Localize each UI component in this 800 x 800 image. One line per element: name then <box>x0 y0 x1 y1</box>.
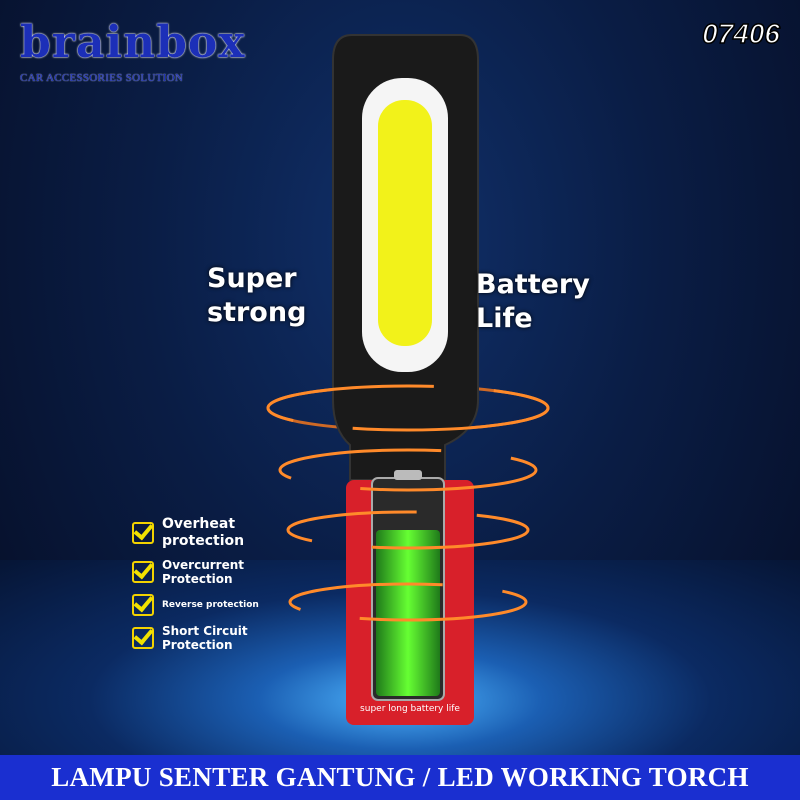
title-banner: LAMPU SENTER GANTUNG / LED WORKING TORCH <box>0 755 800 800</box>
feature-item: Overcurrent Protection <box>132 558 272 586</box>
checkbox-check-icon <box>132 522 154 544</box>
product-code: 07406 <box>701 17 780 50</box>
orange-ring-3 <box>286 510 530 550</box>
feature-label: Short Circuit Protection <box>162 624 248 652</box>
headline-left-line2: strong <box>207 297 307 328</box>
checkbox-check-icon <box>132 594 154 616</box>
feature-label: Overcurrent Protection <box>162 558 244 586</box>
orange-ring-2 <box>278 448 538 492</box>
headline-super-strong: Super strong <box>207 262 306 330</box>
battery-charge <box>376 530 440 696</box>
feature-item: Short Circuit Protection <box>132 624 272 652</box>
orange-ring-4 <box>288 582 528 622</box>
feature-item: Overheat protection <box>132 516 272 550</box>
brand-name: brainbox <box>20 17 246 68</box>
battery-top <box>394 470 422 480</box>
checkbox-check-icon <box>132 627 154 649</box>
headline-battery-life: Battery Life <box>476 268 590 336</box>
orange-ring-1 <box>266 384 550 432</box>
headline-right-line2: Life <box>476 303 533 334</box>
brand-logo: brainbox CAR ACCESSORIES SOLUTION <box>20 16 246 85</box>
banner-title: LAMPU SENTER GANTUNG / LED WORKING TORCH <box>51 762 749 792</box>
checkbox-check-icon <box>132 561 154 583</box>
feature-list: Overheat protection Overcurrent Protecti… <box>132 516 272 660</box>
headline-right-line1: Battery <box>476 269 590 300</box>
brand-tagline: CAR ACCESSORIES SOLUTION <box>20 72 184 84</box>
feature-label: Reverse protection <box>162 600 259 610</box>
feature-label: Overheat protection <box>162 516 245 549</box>
feature-item: Reverse protection <box>132 594 272 616</box>
base-label: super long battery life <box>360 704 460 714</box>
headline-left-line1: Super <box>207 263 297 294</box>
cob-led <box>378 100 432 346</box>
